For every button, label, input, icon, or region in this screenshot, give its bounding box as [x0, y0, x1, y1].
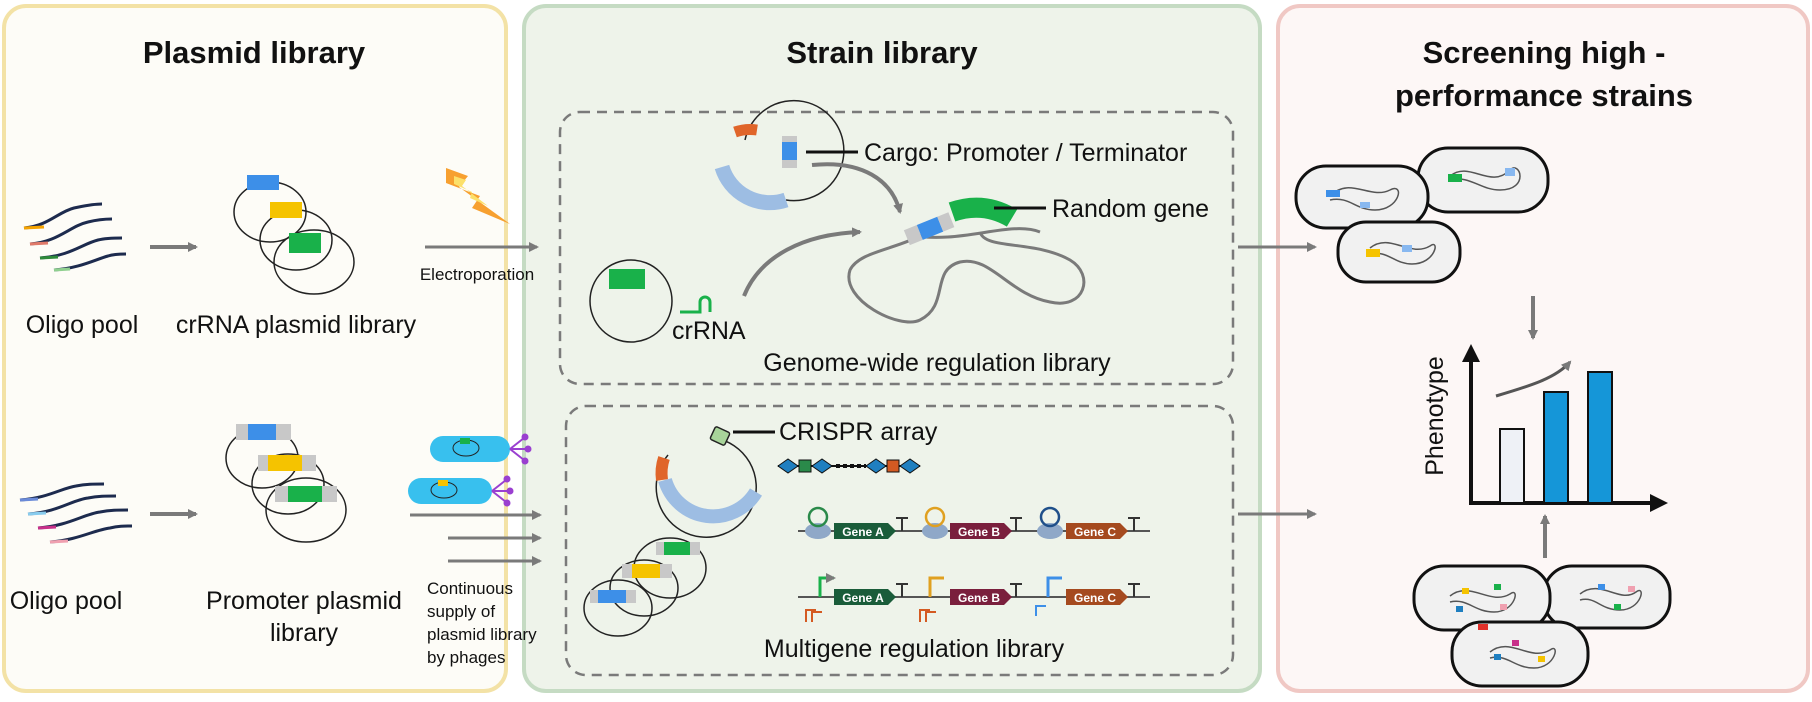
chart-y-axis-label: Phenotype	[1421, 356, 1449, 476]
gene-operons-bottom-icon: Gene A Gene B Gene C	[798, 573, 1150, 622]
phage-note-line4: by phages	[427, 648, 505, 667]
chart-bar-3	[1587, 371, 1613, 504]
phage-note-line3: plasmid library	[427, 625, 537, 644]
promoter-plasmid-library-label-line2: library	[270, 619, 339, 647]
screening-title-line2: performance strains	[1395, 78, 1693, 113]
genome-wide-box	[558, 110, 1235, 386]
crrna-plasmid-library-label: crRNA plasmid library	[176, 311, 417, 339]
gene-c-bottom-label: Gene C	[1074, 591, 1116, 605]
gene-b-bottom-label: Gene B	[958, 591, 1000, 605]
crispr-array-icon	[777, 458, 921, 474]
crrna-plasmid-icon	[589, 259, 712, 343]
strain-cells-bottom-icon	[1412, 564, 1672, 688]
oligo-pool-bottom-label: Oligo pool	[10, 587, 123, 615]
crispr-array-label: CRISPR array	[779, 418, 938, 446]
plasmid-library-title: Plasmid library	[143, 35, 366, 70]
screening-title-line1: Screening high -	[1423, 35, 1666, 70]
oligo-pool-bottom-icon	[19, 482, 133, 544]
gene-c-top-label: Gene C	[1074, 525, 1116, 539]
multigene-box	[564, 404, 1235, 677]
arrow-crrna-to-genome	[742, 227, 862, 297]
gene-a-top-label: Gene A	[842, 525, 884, 539]
phage-note-line1: Continuous	[427, 579, 513, 598]
promoter-plasmid-library-label-line1: Promoter plasmid	[206, 587, 402, 615]
oligo-pool-top-label: Oligo pool	[26, 311, 139, 339]
crrna-plasmid-library-icon	[233, 175, 355, 295]
oligo-pool-top-icon	[23, 202, 127, 272]
genome-wide-label: Genome-wide regulation library	[763, 349, 1111, 377]
cargo-plasmid-icon	[714, 99, 858, 211]
phage-cells-icon	[408, 433, 532, 507]
phage-note-line2: supply of	[427, 602, 495, 621]
strain-library-title: Strain library	[786, 35, 978, 70]
lightning-icon	[446, 168, 510, 224]
gene-operons-top-icon: Gene A Gene B Gene C	[798, 506, 1150, 539]
chart-bar-1	[1499, 428, 1525, 504]
multigene-plasmid-library-icon	[583, 537, 707, 637]
chart-bar-2	[1543, 391, 1569, 504]
red-marker	[1478, 624, 1488, 630]
multigene-label: Multigene regulation library	[764, 635, 1065, 663]
gene-b-top-label: Gene B	[958, 525, 1000, 539]
phenotype-chart: Phenotype	[1421, 344, 1668, 512]
panel-plasmid-library	[2, 4, 508, 693]
strain-cells-top-icon	[1294, 146, 1550, 284]
arrow-cargo-to-genome	[811, 162, 903, 214]
promoter-plasmid-library-icon	[225, 424, 347, 543]
crispr-plasmid-icon	[655, 426, 775, 538]
crrna-label: crRNA	[672, 317, 746, 345]
random-gene-label: Random gene	[1052, 195, 1209, 223]
genome-icon	[847, 197, 1086, 324]
cargo-label: Cargo: Promoter / Terminator	[864, 139, 1187, 167]
electroporation-label: Electroporation	[420, 265, 534, 284]
gene-a-bottom-label: Gene A	[842, 591, 884, 605]
chart-trend-arrow	[1495, 360, 1572, 398]
